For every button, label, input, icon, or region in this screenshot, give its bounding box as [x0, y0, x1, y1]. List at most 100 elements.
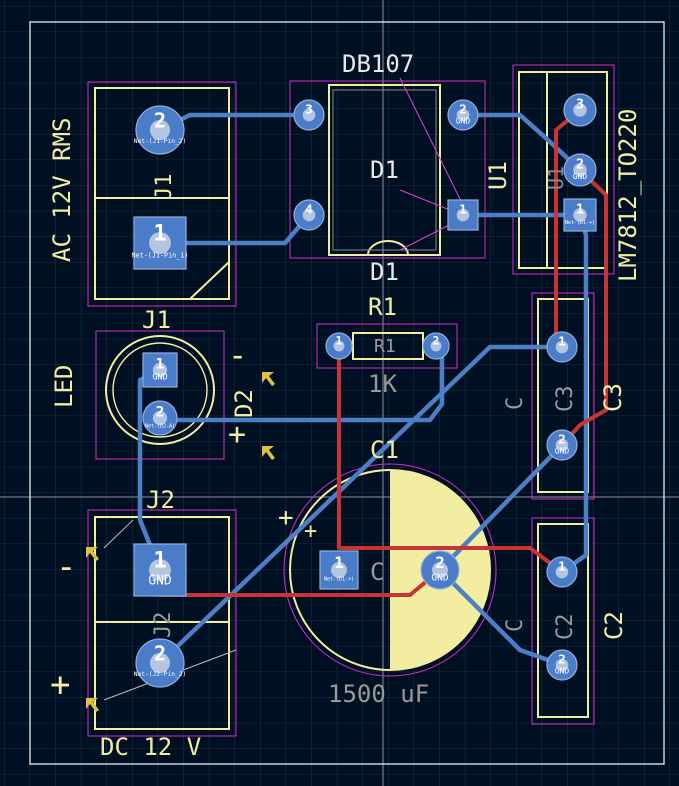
pad-number: 4: [305, 203, 313, 218]
pad-net-label: GND: [431, 572, 448, 583]
pad-r1-2[interactable]: 2: [422, 332, 450, 360]
pad-number: 1: [558, 560, 566, 575]
pad-net-label: GND: [148, 573, 172, 588]
c2-value: C: [503, 619, 528, 632]
pad-d1-4[interactable]: 4: [293, 199, 325, 231]
j2-plus-mark: +: [50, 665, 70, 705]
c1-plus-mark: +: [278, 503, 294, 533]
c1-reference: C1: [370, 436, 399, 464]
c1-plus-mark-2: +: [304, 519, 317, 544]
pads: 1Net-(J1-Pin_1)2Net-(J1-Pin_2)342GND132G…: [132, 93, 597, 688]
j2-minus-mark: -: [56, 547, 76, 587]
silkscreen-text: AC 12V RMS J1 J1 DB107 D1 D1 U1 U1 LM781…: [48, 50, 642, 761]
pad-c3-1[interactable]: 1: [546, 331, 578, 363]
pad-d1-3[interactable]: 3: [293, 99, 325, 131]
pad-number: 2: [558, 653, 566, 668]
pad-d1-1[interactable]: 1: [447, 199, 479, 231]
polarity-arrows: [86, 372, 275, 712]
pad-number: 1: [156, 356, 165, 372]
j2-fab-reference: J2: [151, 612, 176, 639]
pad-number: 3: [576, 96, 584, 112]
pad-number: 2: [433, 335, 440, 348]
u1-courtyard: [512, 64, 615, 275]
pad-net-label: GND: [152, 372, 167, 382]
pad-net-label: GND: [456, 116, 471, 125]
c1-courtyard: [283, 463, 497, 677]
ac-label: AC 12V RMS: [48, 118, 76, 263]
led-label: LED: [50, 365, 78, 408]
arrow-icon: [262, 372, 275, 386]
j2-reference: J2: [146, 486, 175, 514]
j1-courtyard: [87, 81, 237, 307]
r1-fab-reference: R1: [374, 336, 396, 357]
r1-courtyard: [316, 323, 458, 369]
pad-number: 3: [305, 103, 313, 118]
db107-label: DB107: [342, 50, 414, 78]
pad-net-label: Net-(D1-+): [324, 576, 354, 582]
pad-net-label: Net-(J1-Pin_1): [132, 251, 189, 259]
pad-net-label: Net-(D1-+): [565, 220, 595, 226]
fab-lines: [332, 89, 437, 251]
pad-number: 2: [156, 404, 165, 420]
pad-number: 2: [558, 433, 566, 448]
dc-label: DC 12 V: [100, 733, 201, 761]
c1-fab-reference: C: [370, 558, 384, 586]
c2-fab-reference: C2: [553, 614, 578, 641]
j1-fab-reference: J1: [152, 174, 177, 201]
pad-c2-1[interactable]: 1: [546, 556, 578, 588]
c3-value: C: [503, 397, 528, 410]
u1-fab-reference: U1: [544, 166, 568, 190]
leader-lines: [399, 77, 464, 251]
d1-courtyard: [289, 80, 486, 259]
pad-u1-3[interactable]: 3: [563, 93, 597, 127]
pad-number: 2: [459, 103, 467, 118]
c2-outline: [537, 523, 589, 718]
pad-number: 1: [336, 335, 343, 348]
j1-outline: [94, 87, 230, 300]
pad-number: 1: [153, 547, 166, 573]
silkscreen-outlines: [94, 71, 608, 730]
lm7812-label: LM7812_TO220: [614, 109, 642, 282]
c1-value: 1500 uF: [328, 680, 429, 708]
j1-reference: J1: [142, 306, 171, 334]
d2-reference: D2: [230, 389, 258, 418]
r1-value: 1K: [368, 370, 397, 398]
pad-number: 1: [459, 203, 467, 218]
c3-reference: C3: [599, 383, 627, 412]
pad-net-label: Net-(J2-Pin_2): [134, 671, 187, 678]
d2-minus-mark: -: [228, 336, 247, 374]
c3-courtyard: [531, 292, 595, 500]
pad-r1-1[interactable]: 1: [325, 332, 353, 360]
pad-net-label: GND: [555, 666, 570, 675]
c2-courtyard: [531, 517, 595, 725]
d2-courtyard: [95, 330, 225, 460]
arrow-icon: [262, 446, 275, 460]
c2-reference: C2: [600, 611, 628, 640]
d2-outline: [105, 335, 215, 445]
pad-number: 1: [334, 553, 344, 572]
r1-reference: R1: [368, 293, 397, 321]
courtyards: [87, 64, 615, 737]
pad-number: 2: [576, 156, 584, 172]
d1-outline: [328, 84, 441, 256]
pad-number: 1: [576, 201, 584, 217]
arrow-icon: [86, 698, 99, 712]
pad-number: 2: [154, 642, 166, 666]
d1-reference: D1: [370, 258, 399, 286]
arrow-icon: [86, 547, 99, 561]
pad-number: 2: [435, 553, 445, 572]
